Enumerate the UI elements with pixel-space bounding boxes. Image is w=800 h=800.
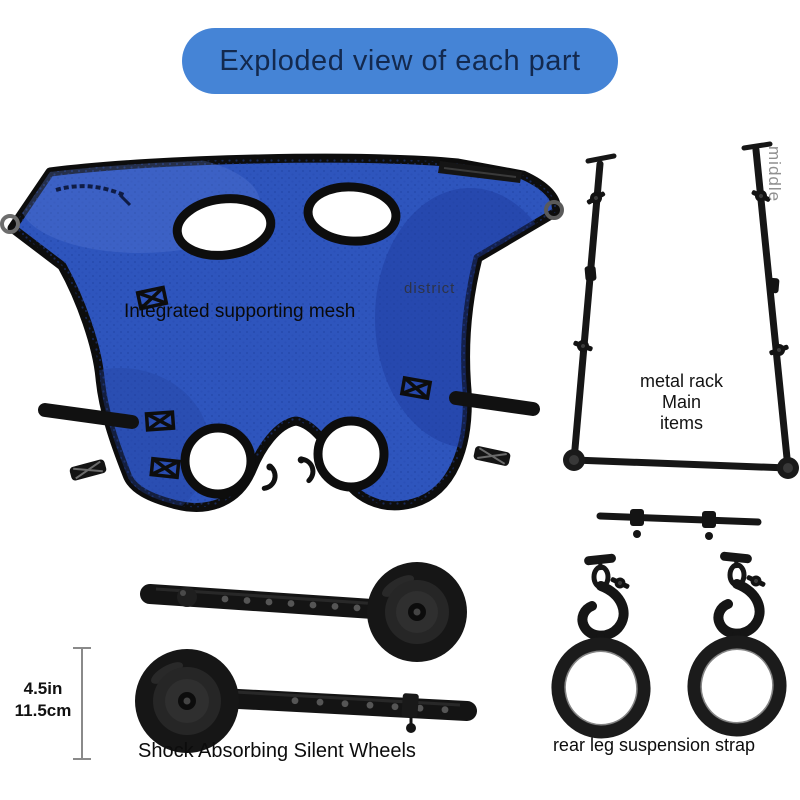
axle-bolt (183, 697, 191, 705)
wing-nut-knob (746, 575, 766, 587)
rack-label: metal rack Main items (594, 371, 769, 434)
dimension-line (81, 648, 83, 760)
title-banner: Exploded view of each part (182, 28, 618, 94)
wheel (367, 562, 467, 662)
front-leg-hole-left (172, 194, 276, 260)
stitch-box (135, 285, 169, 311)
stitch-box (144, 410, 176, 432)
foam-loop (551, 637, 651, 739)
thumb-screw-knob (769, 344, 789, 356)
axle-bolt (413, 608, 421, 616)
rack-label-line1: metal rack (639, 371, 724, 391)
clamp-knob (406, 723, 416, 733)
zipper (55, 184, 127, 198)
velcro-texture (443, 167, 517, 178)
rack-label-line2: Main (661, 392, 701, 412)
rack-collar (767, 277, 780, 294)
rack-telescoping-bar (596, 512, 762, 526)
dimension-cm: 11.5cm (14, 701, 72, 720)
dimension-tick-bottom (73, 758, 91, 760)
rack-left-cap (585, 153, 617, 164)
strap-hook (713, 579, 765, 639)
wheel-assembly-lower (135, 649, 477, 753)
adjust-knob-highlight (180, 590, 186, 596)
strap-tip-left (69, 459, 107, 481)
dimension-tick-top (73, 647, 91, 649)
d-ring-left (0, 214, 20, 234)
strap-hook (577, 581, 629, 641)
adjust-knob (177, 587, 197, 607)
d-ring-right (544, 200, 564, 220)
wing-nut-knob (610, 577, 630, 589)
foam-loop (687, 635, 787, 737)
mesh-label: Integrated supporting mesh (124, 301, 356, 322)
rack-corner-roller-right (777, 457, 799, 479)
thumb-screw-knob (573, 340, 593, 352)
strut-holes (291, 697, 449, 714)
strap-caption: rear leg suspension strap (552, 735, 756, 755)
strap-top-bar (584, 553, 616, 566)
dimension-labels: 4.5in 11.5cm (8, 678, 78, 722)
rack-bottom-bar (570, 456, 792, 472)
stitch-box (399, 375, 433, 401)
side-watermark-text: middle (765, 146, 784, 203)
mesh-texture (12, 158, 557, 508)
rack-collar (702, 511, 716, 528)
rack-left-bar (570, 160, 604, 464)
wheel-assembly-upper (140, 562, 467, 662)
rack-collar-knob (633, 530, 641, 538)
dimension-inches: 4.5in (23, 679, 63, 698)
mesh-vest-image (0, 153, 564, 512)
suspension-strap-left (551, 553, 651, 739)
strap-tip-right (473, 446, 511, 466)
belly-strap-right (449, 391, 540, 416)
belly-strap-left (38, 403, 139, 429)
wheels-caption: Shock Absorbing Silent Wheels (138, 740, 416, 762)
zipper-pull (118, 193, 132, 207)
rack-collar-knob (705, 532, 713, 540)
rack-collar (630, 509, 644, 526)
rear-leg-hole-right (313, 416, 389, 492)
stitch-box (149, 456, 181, 480)
thumb-screw-knob (586, 191, 606, 205)
clamp-collar (401, 693, 419, 718)
strut-arm-highlight (234, 690, 461, 707)
strut-holes (221, 595, 361, 612)
watermark-text: district (404, 280, 456, 297)
page-title: Exploded view of each part (219, 44, 581, 77)
front-leg-hole-right (303, 182, 401, 246)
buckle-clip (261, 463, 278, 491)
suspension-strap-right (687, 551, 787, 737)
rack-label-line3: items (659, 413, 703, 433)
rack-corner-roller-left (563, 449, 585, 471)
rear-leg-hole-left (180, 423, 256, 499)
wheel (135, 649, 239, 753)
rack-right-cap (741, 141, 773, 151)
metal-rack-image (563, 141, 799, 540)
strap-top-bar (720, 551, 752, 564)
rack-right-bar (752, 146, 792, 472)
rack-collar (584, 265, 597, 282)
thumb-screw-knob (751, 190, 771, 202)
buckle-clip (297, 456, 316, 484)
